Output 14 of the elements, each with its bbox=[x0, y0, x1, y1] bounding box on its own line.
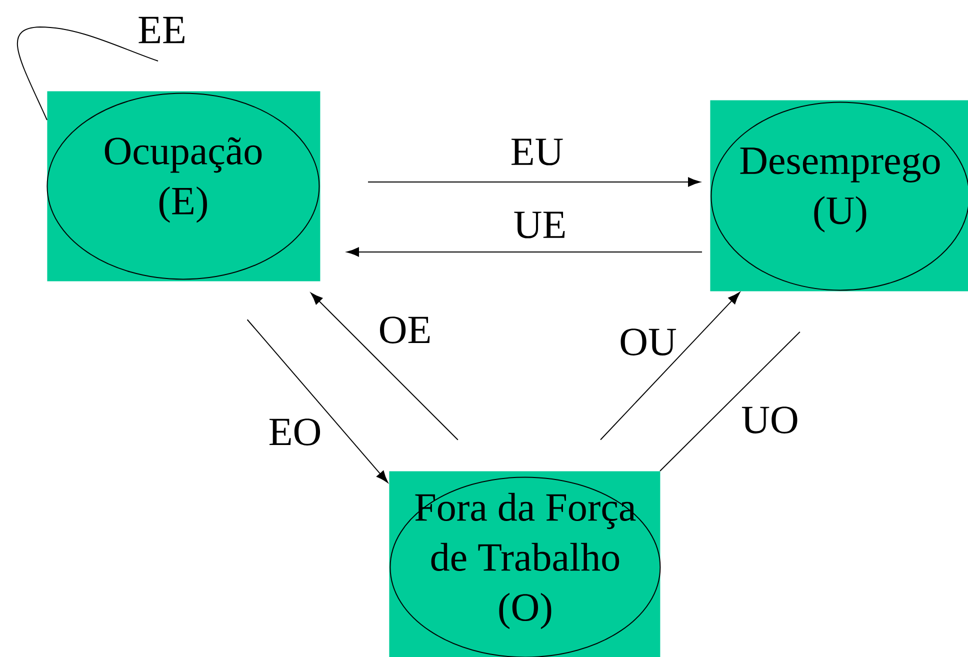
edge-label: EE bbox=[138, 16, 184, 44]
arrow bbox=[346, 247, 702, 257]
edge-label: EO bbox=[270, 418, 320, 446]
arrow bbox=[310, 292, 458, 440]
edge-label: UO bbox=[742, 406, 798, 434]
arrow bbox=[600, 292, 740, 440]
edge-label: UE bbox=[514, 212, 565, 238]
arrow bbox=[246, 319, 388, 483]
edge-label: OU bbox=[620, 328, 676, 356]
edge-label: OE bbox=[380, 316, 430, 344]
connector-line bbox=[660, 331, 800, 472]
connector-line bbox=[16, 26, 158, 120]
arrow bbox=[368, 177, 700, 187]
edge-label: EU bbox=[512, 138, 563, 166]
